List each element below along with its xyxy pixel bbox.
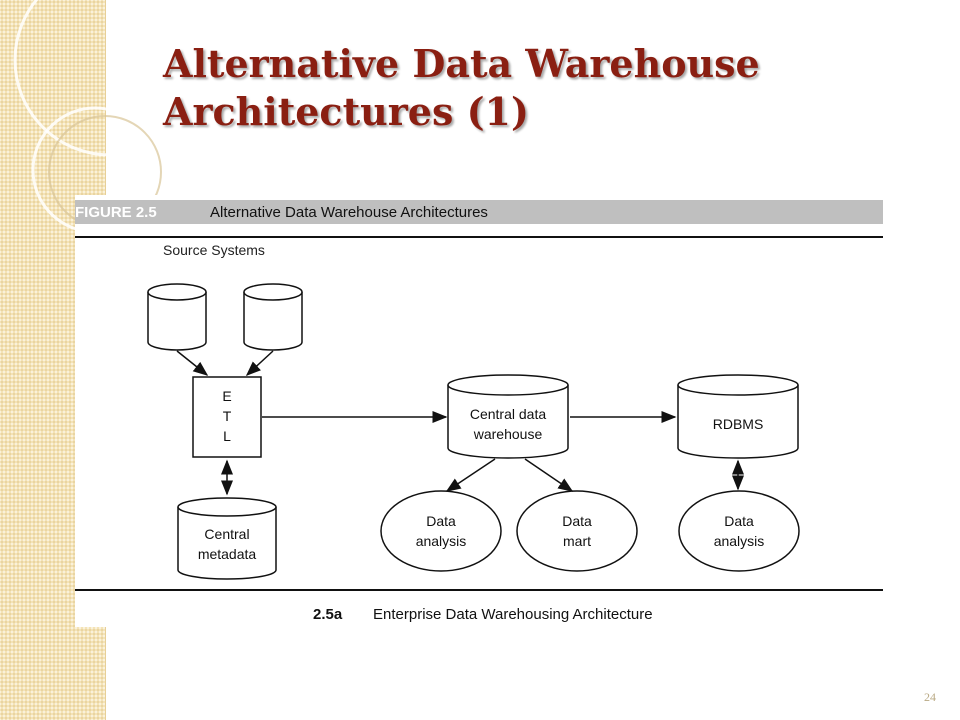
data-analysis-right-ellipse xyxy=(678,490,800,572)
etl-box xyxy=(192,376,262,458)
arrow-dw-to-data-mart xyxy=(524,458,574,492)
central-metadata-label-1: Central xyxy=(204,526,249,542)
figure-caption: Alternative Data Warehouse Architectures xyxy=(210,204,488,221)
data-analysis-left-label-2: analysis xyxy=(416,533,467,549)
central-metadata-label-2: metadata xyxy=(198,546,257,562)
arrow-source2-to-etl xyxy=(245,350,274,377)
source-system-1-cylinder xyxy=(147,283,207,351)
source-system-2-cylinder xyxy=(243,283,303,351)
central-dw-label-1: Central data xyxy=(470,406,546,422)
page-number: 24 xyxy=(924,690,936,704)
rdbms-cylinder xyxy=(677,374,799,459)
arrow-source1-to-etl xyxy=(176,350,209,376)
figure-label: FIGURE 2.5 xyxy=(75,204,157,221)
data-analysis-left-label-1: Data xyxy=(426,513,456,529)
central-data-warehouse-cylinder xyxy=(447,374,569,459)
source-systems-label: Source Systems xyxy=(163,242,265,258)
etl-label-t: T xyxy=(223,408,232,424)
etl-label-l: L xyxy=(223,428,231,444)
data-analysis-left-ellipse xyxy=(380,490,502,572)
data-mart-label-1: Data xyxy=(562,513,592,529)
rdbms-label: RDBMS xyxy=(713,416,764,432)
figure-header-bar xyxy=(75,200,883,224)
data-mart-label-2: mart xyxy=(563,533,591,549)
central-dw-label-2: warehouse xyxy=(473,426,543,442)
sub-figure-label: 2.5a xyxy=(313,606,343,623)
arrow-dw-to-data-analysis xyxy=(445,458,496,492)
data-mart-ellipse xyxy=(516,490,638,572)
data-analysis-right-label-2: analysis xyxy=(714,533,765,549)
slide-title: Alternative Data Warehouse Architectures… xyxy=(163,41,760,134)
central-metadata-cylinder xyxy=(177,497,277,580)
sub-figure-caption: Enterprise Data Warehousing Architecture xyxy=(373,606,653,623)
figure-panel: FIGURE 2.5 Alternative Data Warehouse Ar… xyxy=(75,195,883,627)
data-analysis-right-label-1: Data xyxy=(724,513,754,529)
etl-label-e: E xyxy=(222,388,231,404)
architecture-diagram: FIGURE 2.5 Alternative Data Warehouse Ar… xyxy=(75,200,883,623)
